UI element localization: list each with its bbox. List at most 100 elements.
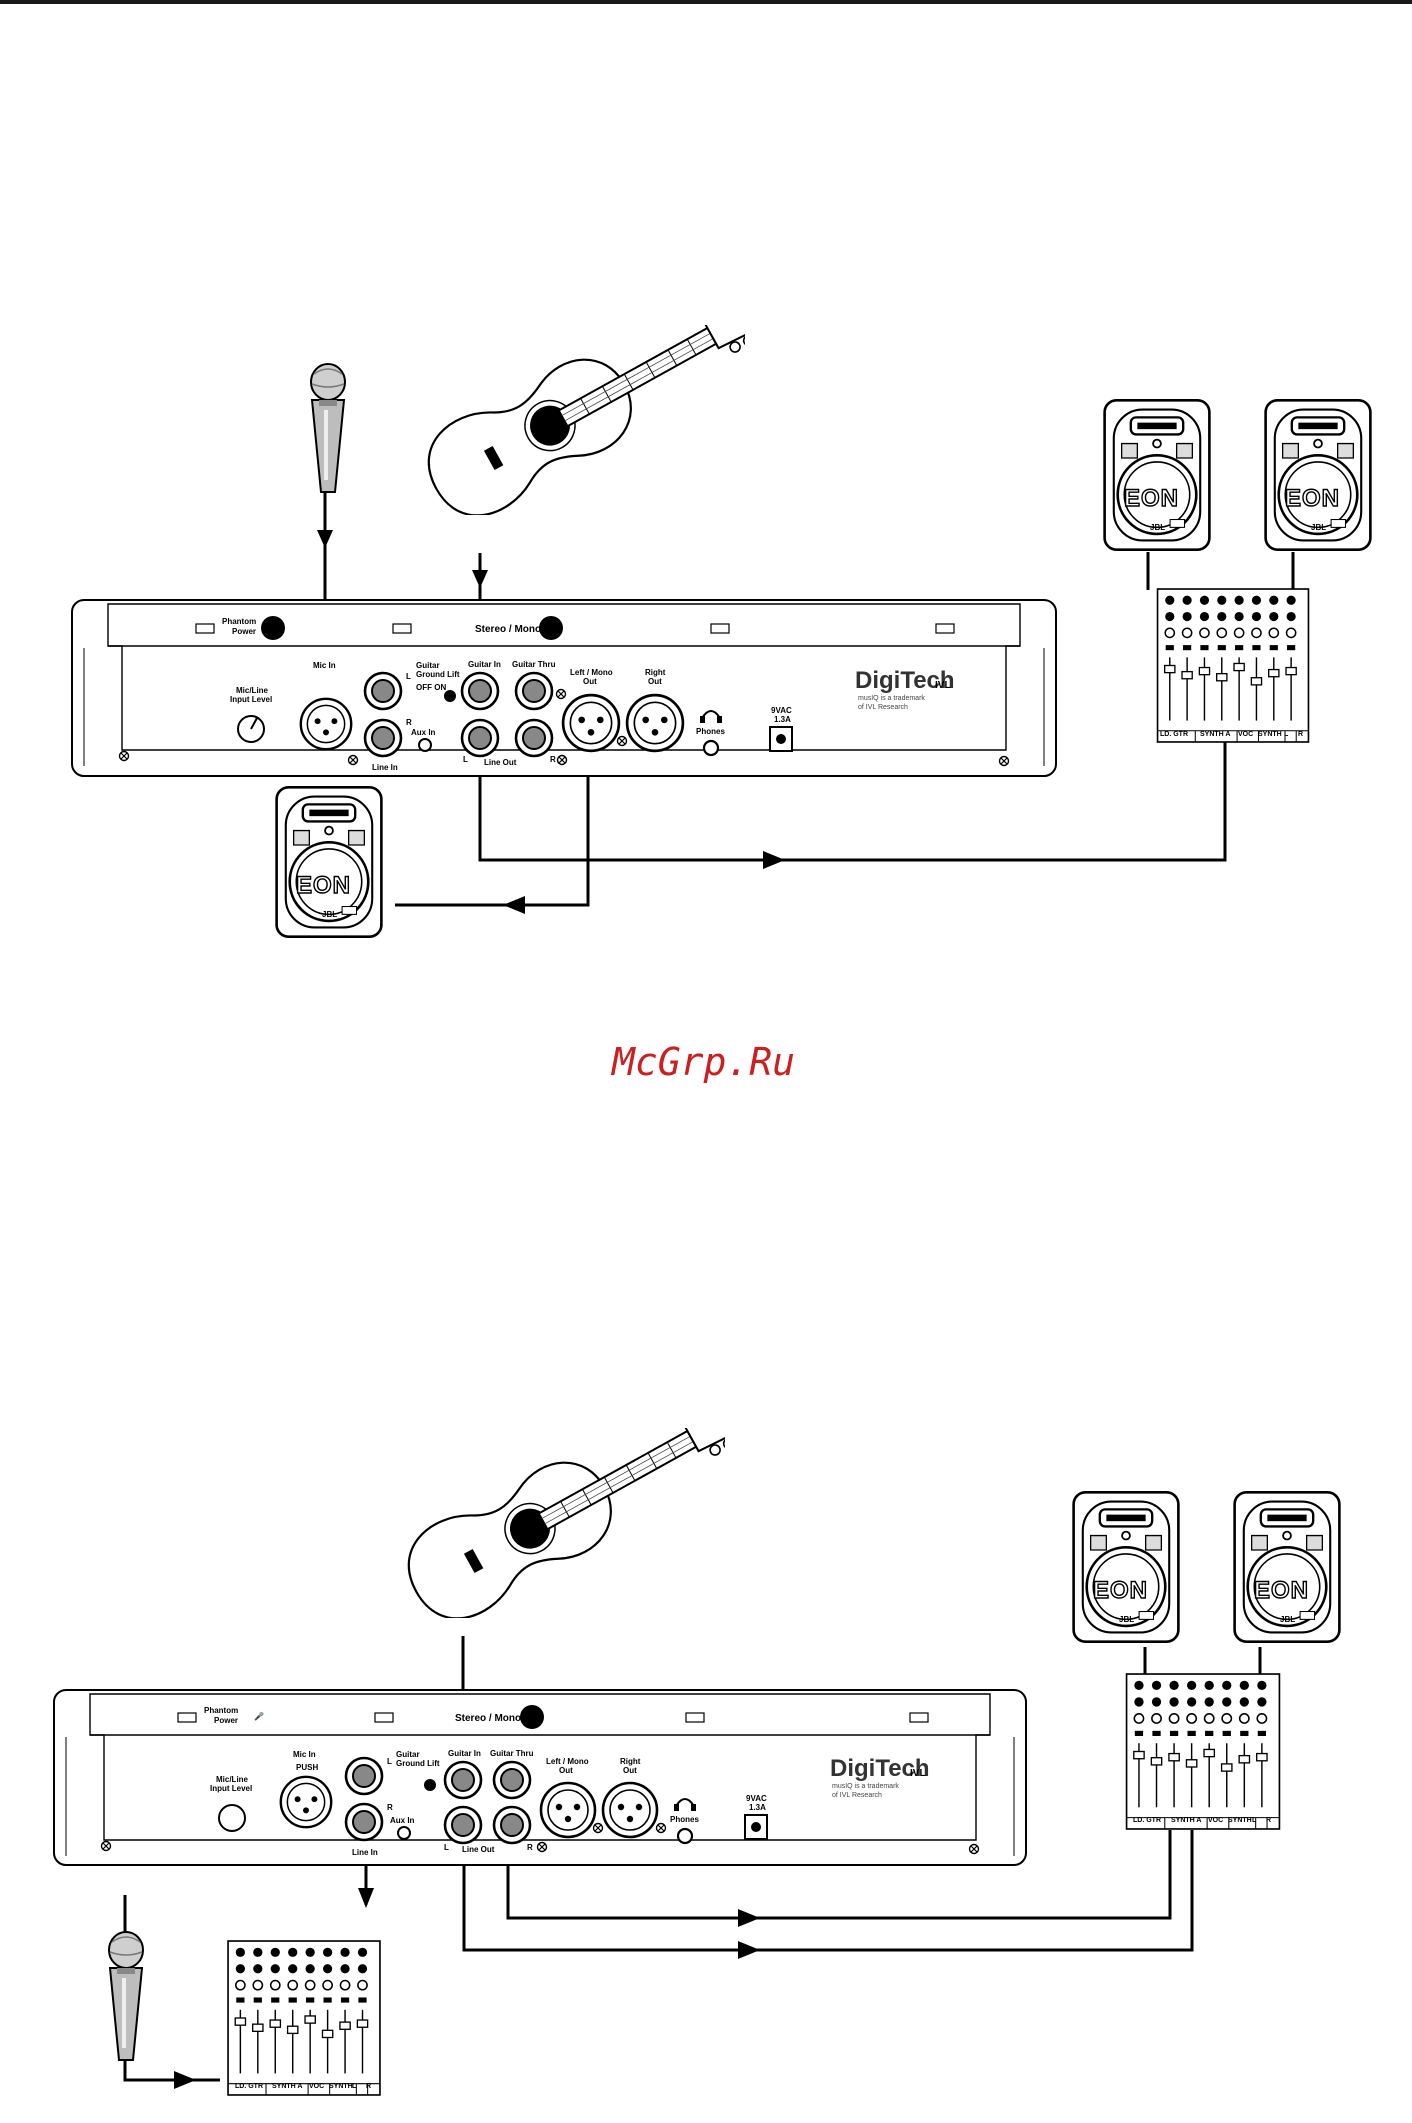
ground-lift-label: Guitar [416, 661, 440, 670]
left-mono-out-xlr[interactable] [539, 1781, 597, 1839]
speaker-logo: EON [1254, 1577, 1309, 1604]
mixer-channel-label: L [1252, 1817, 1257, 1824]
left-mono-out-xlr[interactable] [561, 693, 621, 753]
ground-lift-switch[interactable] [424, 1779, 436, 1791]
phantom-power-switch[interactable] [261, 616, 285, 640]
guitar-thru-jack[interactable] [514, 671, 554, 711]
line-in-l-jack[interactable] [344, 1756, 384, 1796]
line-out-label: Line Out [484, 758, 517, 767]
line-in-r-label: R [387, 1803, 393, 1812]
mixer-channel-label: SYNTH [1258, 731, 1282, 738]
trademark-text: musIQ is a trademark [858, 695, 925, 702]
guitar-thru-jack[interactable] [492, 1760, 532, 1800]
ground-lift-label: Guitar [396, 1750, 420, 1759]
speaker-logo: EON [1124, 485, 1179, 512]
stereo-mono-switch[interactable] [539, 616, 563, 640]
watermark: McGrp.Ru [610, 1040, 795, 1084]
mixer-channel-label: VOC [1238, 731, 1253, 738]
stereo-mono-label: Stereo / Mono [455, 1713, 521, 1724]
mixer-channel-label: VOC [1208, 1817, 1223, 1824]
line-out-label: Line Out [462, 1845, 495, 1854]
guitar-in-jack[interactable] [443, 1760, 483, 1800]
line-out-l-jack[interactable] [460, 718, 500, 758]
processor-unit: Phantom Power 🎤 Stereo / Mono Mic/Line I… [53, 1689, 1027, 1866]
line-in-label: Line In [372, 763, 398, 772]
guitar-thru-label: Guitar Thru [490, 1749, 534, 1758]
mixer-channel-label: LD. GTR [1160, 731, 1188, 738]
model-logo: IVL [910, 1768, 926, 1779]
trademark-text: musIQ is a trademark [832, 1783, 899, 1790]
arrow-icon [317, 530, 785, 914]
acoustic-guitar-icon [391, 1428, 725, 1618]
mixer-channel-label: R [1266, 1817, 1271, 1824]
right-out-label-2: Out [648, 677, 662, 686]
mixer-channel-label: LD. GTR [1133, 1817, 1161, 1824]
brand-logo: DigiTech [855, 667, 955, 694]
acoustic-guitar-icon [411, 325, 745, 515]
phones-label: Phones [670, 1815, 699, 1824]
speaker-badge: JBL [322, 910, 337, 919]
line-in-l-jack[interactable] [363, 671, 403, 711]
line-in-l-label: L [387, 1757, 392, 1766]
line-out-l-label: L [444, 1843, 449, 1852]
speaker-logo: EON [296, 872, 351, 899]
aux-in-jack[interactable] [418, 738, 432, 752]
mic-line-level-label: Mic/Line [216, 1775, 249, 1784]
speaker-logo: EON [1093, 1577, 1148, 1604]
phones-label: Phones [696, 727, 725, 736]
trademark-text-2: of IVL Research [858, 704, 908, 711]
speaker-icon: EON JBL [275, 786, 383, 938]
headphones-icon [700, 710, 722, 723]
left-mono-out-label-2: Out [559, 1766, 573, 1775]
guitar-in-jack[interactable] [460, 671, 500, 711]
mixer-channel-label: SYNTH A [1200, 731, 1230, 738]
phantom-power-label-2: Power [214, 1716, 238, 1725]
line-out-r-jack[interactable] [514, 718, 554, 758]
line-in-r-jack[interactable] [363, 718, 403, 758]
speaker-logo: EON [1285, 485, 1340, 512]
line-in-r-jack[interactable] [344, 1802, 384, 1842]
speaker-badge: JBL [1119, 1615, 1134, 1624]
right-out-label: Right [620, 1757, 641, 1766]
speaker-badge: JBL [1150, 523, 1165, 532]
ground-lift-label-2: Ground Lift [396, 1759, 440, 1768]
line-out-r-jack[interactable] [492, 1805, 532, 1845]
speaker-badge: JBL [1311, 523, 1326, 532]
microphone-icon [108, 1931, 144, 2061]
left-mono-out-label-2: Out [583, 677, 597, 686]
right-out-label-2: Out [623, 1766, 637, 1775]
phones-jack[interactable] [702, 739, 720, 757]
line-out-r-label: R [527, 1843, 533, 1852]
power-label-2: 1.3A [749, 1803, 766, 1812]
mixer-icon: LD. GTR SYNTH A VOC SYNTH L R [228, 1941, 380, 2095]
line-in-r-label: R [406, 718, 412, 727]
mixer-channel-label: R [366, 2083, 371, 2090]
power-label-2: 1.3A [774, 715, 791, 724]
right-out-xlr[interactable] [625, 693, 685, 753]
microphone-icon [310, 363, 346, 493]
power-label: 9VAC [771, 706, 792, 715]
line-out-r-label: R [550, 755, 556, 764]
guitar-in-label: Guitar In [468, 660, 501, 669]
stereo-mono-switch[interactable] [520, 1705, 544, 1729]
diagram-1: Phantom Power Stereo / Mono Mic/Line Inp… [71, 325, 1372, 938]
mic-in-label: Mic In [313, 661, 336, 670]
mic-in-xlr[interactable] [299, 697, 353, 751]
phantom-power-label: Phantom [222, 617, 256, 626]
top-rule [0, 0, 1412, 4]
aux-in-jack[interactable] [397, 1826, 411, 1840]
right-out-xlr[interactable] [601, 1781, 659, 1839]
ground-lift-switch[interactable] [444, 690, 456, 702]
mic-in-xlr[interactable] [279, 1775, 333, 1829]
speaker-icon: EON JBL [1103, 399, 1211, 551]
phones-jack[interactable] [676, 1827, 694, 1845]
mixer-channel-label: L [1284, 731, 1289, 738]
input-level-knob[interactable] [218, 1804, 246, 1832]
line-out-l-jack[interactable] [443, 1805, 483, 1845]
mic-glyph: 🎤 [254, 1711, 264, 1721]
mic-line-level-label-2: Input Level [230, 695, 272, 704]
line-in-label: Line In [352, 1848, 378, 1857]
speaker-icon: EON JBL [1072, 1491, 1180, 1643]
trademark-text-2: of IVL Research [832, 1792, 882, 1799]
